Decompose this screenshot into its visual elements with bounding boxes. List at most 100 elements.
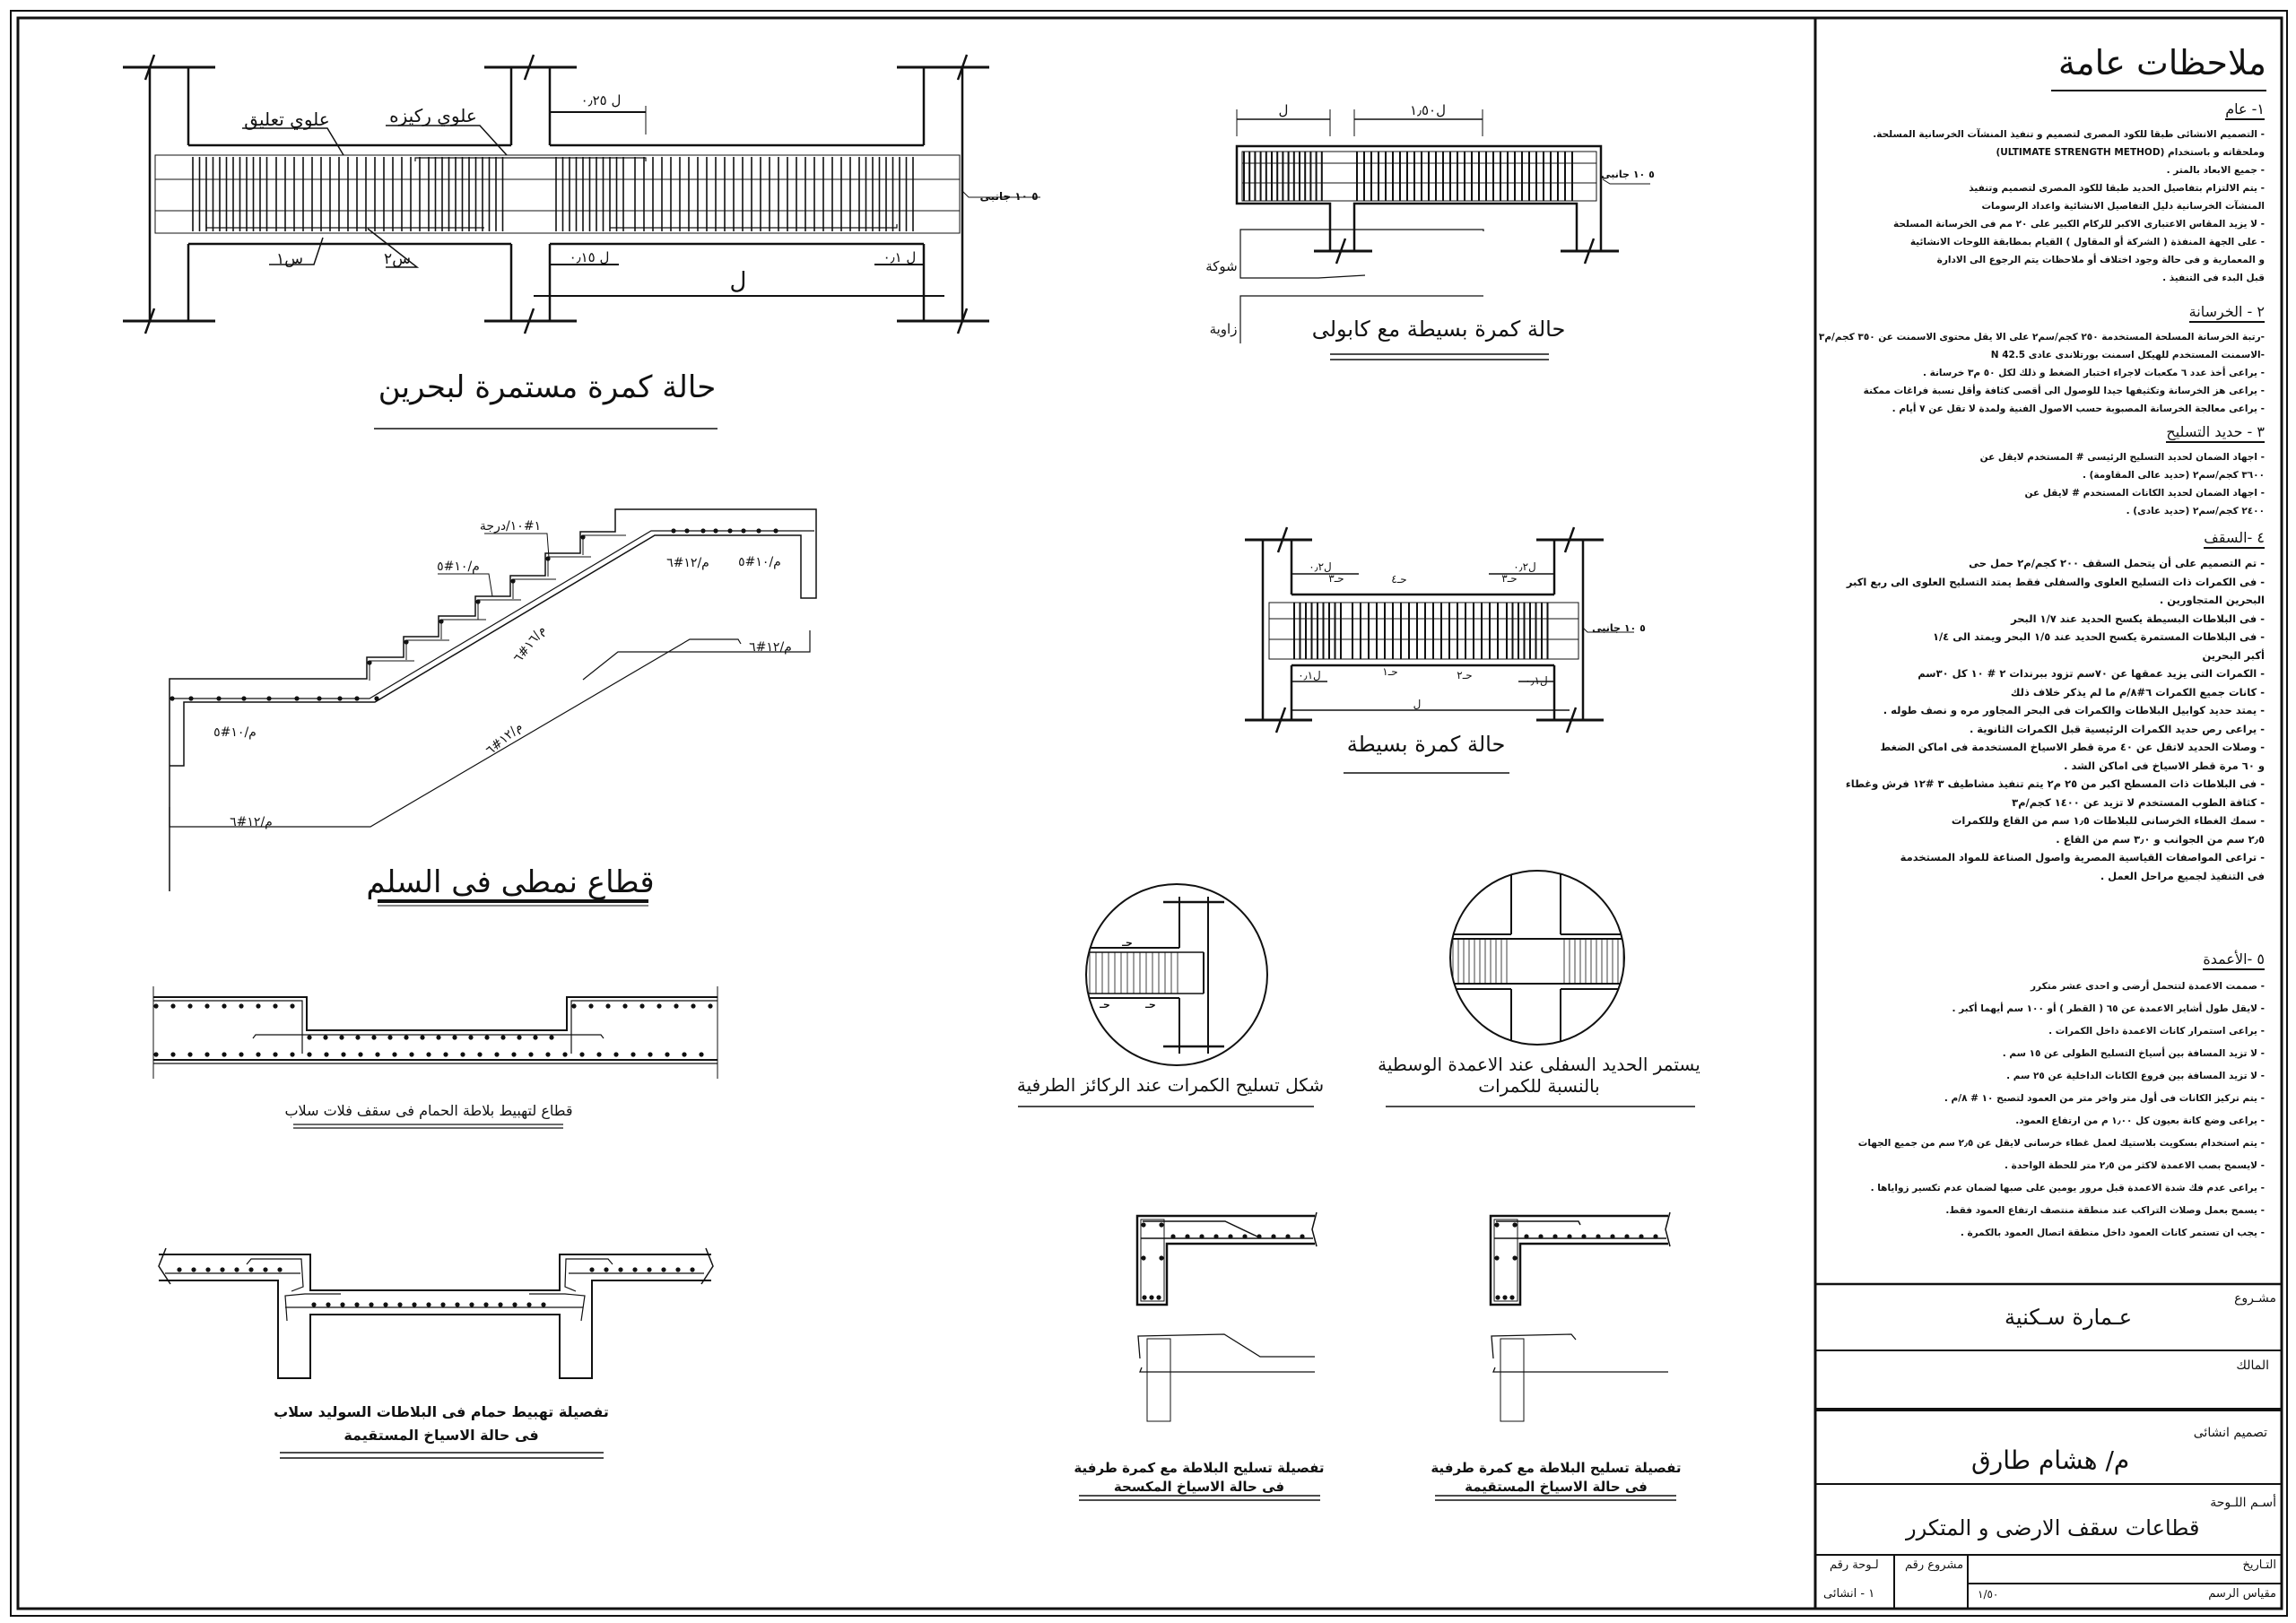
label-dim-01: ل٠٫١ — [1298, 669, 1321, 681]
label-side-bars: ٥ ١٠ جانبى — [1601, 169, 1655, 180]
rebar-dot — [1494, 1255, 1500, 1261]
support-details: حـ حـ حـ شكل تسليح الكمرات عند الركائز ا… — [1017, 937, 1700, 1097]
rebar-dot — [526, 1302, 532, 1307]
line-work — [1496, 1220, 1581, 1226]
edge-beam-bent-title-2: فى حالة الاسياخ المكسحة — [1114, 1479, 1284, 1495]
scale-label: مقياس الرسم — [2208, 1587, 2276, 1601]
project-value: عـمارة سـكنية — [2005, 1305, 2133, 1330]
rebar-dot — [256, 1003, 261, 1009]
note-item: - لايسمح بصب الاعمدة لاكثر من ٢٫٥ متر لل… — [2005, 1160, 2265, 1171]
line-work — [1563, 526, 1576, 553]
label-bar: م/١٠#٥ — [738, 555, 781, 569]
line-work — [144, 308, 156, 334]
rebar-dot — [420, 1035, 425, 1040]
note-item: - الكمرات التى يزيد عمقها عن ٧٠سم تزود ب… — [1918, 667, 2265, 680]
line-work — [570, 1000, 718, 1054]
note-item: - صممت الاعمدة لتتحمل أرضى و احدى عشر مت… — [2031, 981, 2265, 992]
title-block-lines — [1815, 1282, 2282, 1609]
line-work — [512, 578, 556, 599]
rebar-dot — [404, 639, 409, 645]
rebar-dot — [436, 1035, 441, 1040]
rebar-dot — [477, 1052, 483, 1057]
notes-section-heading: ٥ -الأعمدة — [2203, 950, 2265, 970]
rebar-dot — [383, 1302, 388, 1307]
note-item: - فى البلاطات المستمرة يكسح الحديد عند ١… — [1932, 630, 2265, 643]
leader — [269, 237, 324, 265]
note-item: - على الجهة المنفذة ( الشركة أو المقاول … — [1909, 237, 2265, 247]
rebar-dot — [498, 1302, 503, 1307]
line-work — [1143, 1220, 1260, 1238]
edge-beam-bent-title-1: تفصيلة تسليح البلاطة مع كمرة طرفية — [1074, 1460, 1324, 1476]
general-notes-panel: ملاحظات عامة ١- عام- التصميم الانشائى طب… — [1819, 18, 2274, 1273]
rebar-dot — [1509, 1295, 1515, 1300]
stair-bottom-bar — [172, 530, 814, 699]
edge-beam-straight-title-1: تفصيلة تسليح البلاطة مع كمرة طرفية — [1431, 1460, 1681, 1476]
note-item: - يمتد حديد كوابيل البلاطات والكمرات فى … — [1883, 704, 2265, 716]
note-item: - يراعى معالجة الخرسانة المصبوبة حسب الا… — [1892, 404, 2265, 414]
rebar-dot — [541, 1302, 546, 1307]
rebar-dot — [273, 1003, 278, 1009]
notes-section-heading: ١- عام — [2225, 100, 2265, 120]
rebar-dot — [484, 1035, 490, 1040]
detail-middle-support — [1450, 871, 1624, 1045]
note-item: وملحقاته و باستخدام (ULTIMATE STRENGTH M… — [1996, 147, 2265, 158]
note-item: - لايقل طول أشاير الاعمدة عن ٦٥ ( القطر … — [1952, 1003, 2265, 1014]
line-work — [153, 1000, 303, 1054]
label-top-support: علوي ركيزه — [389, 105, 477, 127]
label-span: ل — [730, 268, 747, 295]
rebar-dot — [187, 1003, 193, 1009]
note-item: - كانات جميع الكمرات ٦#٨/م ما لم يذكر خل… — [2010, 685, 2265, 699]
label-dim-l: ل — [1279, 102, 1289, 118]
rebar-dot — [440, 1302, 446, 1307]
rebar-dot — [355, 1035, 361, 1040]
rebar-dot — [1159, 1222, 1164, 1228]
note-item: - يتم استخدام بسكويت بلاستيك لعمل غطاء خ… — [1857, 1138, 2265, 1149]
rebar-dot — [675, 1267, 681, 1272]
leader — [386, 125, 508, 156]
rebar-dot — [222, 1003, 227, 1009]
rebar-dot — [665, 1052, 670, 1057]
label-bar: م/١٢#٦ — [230, 815, 273, 829]
rebar-dot — [1653, 1234, 1658, 1239]
leader — [484, 533, 550, 559]
line-work — [405, 639, 449, 660]
rebar-dot — [375, 1052, 380, 1057]
drawing-title: حالة كمرة بسيطة — [1347, 732, 1506, 757]
date-label: التـاريخ — [2242, 1558, 2276, 1572]
rebar-dot — [397, 1302, 403, 1307]
note-item: قبل البدء فى التنفيذ . — [2162, 273, 2265, 283]
line-work — [1235, 144, 1603, 251]
rebar-dot — [510, 578, 516, 584]
rebar-dot — [494, 1052, 500, 1057]
rebar-dot — [317, 696, 322, 701]
line-work — [159, 1280, 711, 1379]
note-item: المنشآت الخرسانية دليل التفاصيل الانشائي… — [1981, 201, 2265, 212]
rebar-dot — [170, 1003, 176, 1009]
continuous-beam-drawing: علوي تعليق علوي ركيزه ل ٠٫٢٥ س١ س٢ ل ٠٫١… — [244, 92, 1038, 405]
line-work — [1583, 238, 1596, 265]
rebar-dot — [177, 1267, 182, 1272]
rebar-dot — [234, 1267, 239, 1272]
note-item: - فى الكمرات ذات التسليح العلوى والسفلى … — [1846, 575, 2265, 588]
rebar-dot — [674, 1003, 679, 1009]
rebar-dot — [1610, 1234, 1615, 1239]
line-work — [246, 1258, 304, 1292]
rebar-dot — [682, 1052, 687, 1057]
leader — [242, 127, 344, 156]
rebar-dot — [1502, 1295, 1508, 1300]
line-work — [700, 1247, 714, 1285]
scale-value: ١/٥٠ — [1978, 1588, 1999, 1601]
rebar-dot — [374, 696, 379, 701]
label-bar: م/١٦#٦ — [511, 623, 549, 665]
label-bottom-1: س١ — [276, 250, 303, 268]
rebar-dot — [1141, 1222, 1146, 1228]
rebar-dot — [1538, 1234, 1544, 1239]
line-work — [144, 54, 156, 81]
rebar-dot — [475, 599, 481, 604]
rebar-angle — [1239, 295, 1483, 343]
rebar-dot — [512, 1302, 517, 1307]
project-label: مشـروع — [2234, 1291, 2276, 1306]
rebar-dot — [277, 1267, 283, 1272]
label-h: حـ — [1144, 999, 1156, 1011]
